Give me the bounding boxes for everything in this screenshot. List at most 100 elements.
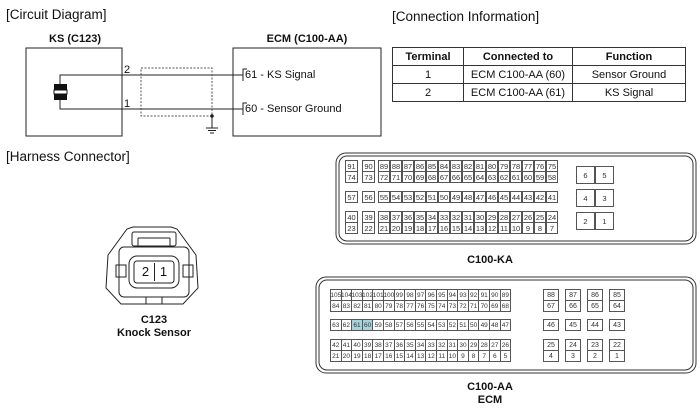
c123-label: C123 <box>140 314 168 326</box>
ecm-box <box>232 47 382 137</box>
c100-aa-label: C100-AA <box>467 381 513 393</box>
pin-62: 62 <box>498 171 510 183</box>
harness-connector-title: [Harness Connector] <box>6 149 130 164</box>
pin-57: 57 <box>345 191 358 203</box>
c123-pin-1: 1 <box>154 263 172 281</box>
header-terminal: Terminal <box>392 47 464 66</box>
pin-46: 46 <box>543 319 559 331</box>
pin-68: 68 <box>499 300 512 312</box>
ecm-box-label: ECM (C100-AA) <box>266 33 348 45</box>
shield <box>140 67 213 117</box>
pin-8: 8 <box>534 222 546 234</box>
sensor-box-label: KS (C123) <box>49 33 101 45</box>
table-row: 1 ECM C100-AA (60) Sensor Ground <box>392 65 686 84</box>
sensor-element-bottom <box>54 94 67 100</box>
function-cell: Sensor Ground <box>572 65 686 84</box>
connected-to-cell: ECM C100-AA (60) <box>463 65 573 84</box>
pin-3: 3 <box>595 189 614 207</box>
pin-9: 9 <box>522 222 534 234</box>
header-connected-to: Connected to <box>463 47 573 66</box>
pin-69: 69 <box>414 171 426 183</box>
pin-7: 7 <box>546 222 558 234</box>
connected-to-cell: ECM C100-AA (61) <box>463 83 573 102</box>
pin-50: 50 <box>438 191 450 203</box>
pin-5: 5 <box>499 350 512 362</box>
ecm-pin-60-label: 60 - Sensor Ground <box>245 103 342 115</box>
pin-10: 10 <box>510 222 522 234</box>
pin-65: 65 <box>587 300 603 312</box>
pin-15: 15 <box>450 222 462 234</box>
pin-85: 85 <box>609 289 625 301</box>
header-function: Function <box>572 47 686 66</box>
pin-4: 4 <box>543 350 559 362</box>
wire-sensor-ground <box>59 100 243 110</box>
pin-44: 44 <box>587 319 603 331</box>
pin-52: 52 <box>414 191 426 203</box>
wire-label-1: 1 <box>124 98 131 110</box>
pin-78: 78 <box>510 160 522 172</box>
pin-64: 64 <box>474 171 486 183</box>
pin-39: 39 <box>362 211 375 223</box>
pin-45: 45 <box>565 319 581 331</box>
sensor-box <box>25 47 123 137</box>
pin-68: 68 <box>426 171 438 183</box>
circuit-diagram-title: [Circuit Diagram] <box>6 7 107 22</box>
pin-2: 2 <box>587 350 603 362</box>
pin-25: 25 <box>543 339 559 351</box>
ground-icon <box>206 127 218 134</box>
pin-53: 53 <box>402 191 414 203</box>
pin-2: 2 <box>576 212 595 230</box>
terminal-cell: 2 <box>392 83 464 102</box>
pin-21: 21 <box>378 222 390 234</box>
function-cell: KS Signal <box>572 83 686 102</box>
pin-20: 20 <box>390 222 402 234</box>
pin-43: 43 <box>609 319 625 331</box>
pin-64: 64 <box>609 300 625 312</box>
pin-58: 58 <box>546 171 558 183</box>
c123-connector-drawing <box>105 226 199 305</box>
pin-67: 67 <box>543 300 559 312</box>
pin-66: 66 <box>565 300 581 312</box>
pin-61: 61 <box>510 171 522 183</box>
pin-44: 44 <box>510 191 522 203</box>
pin-13: 13 <box>474 222 486 234</box>
pin-14: 14 <box>462 222 474 234</box>
pin-70: 70 <box>402 171 414 183</box>
pin-5: 5 <box>595 166 614 184</box>
pin-12: 12 <box>486 222 498 234</box>
pin-17: 17 <box>426 222 438 234</box>
pin-1: 1 <box>595 212 614 230</box>
pin-67: 67 <box>438 171 450 183</box>
terminal-cell: 1 <box>392 65 464 84</box>
pin-19: 19 <box>402 222 414 234</box>
pin-73: 73 <box>362 171 375 183</box>
pin-47: 47 <box>499 319 512 331</box>
wire-ks-signal <box>59 74 243 84</box>
pin-65: 65 <box>462 171 474 183</box>
pin-42: 42 <box>534 191 546 203</box>
knock-sensor-label: Knock Sensor <box>117 327 191 339</box>
pin-55: 55 <box>378 191 390 203</box>
pin-6: 6 <box>576 166 595 184</box>
pin-30: 30 <box>474 211 486 223</box>
pin-11: 11 <box>498 222 510 234</box>
pin-4: 4 <box>576 189 595 207</box>
ecm-pin-61-label: 61 - KS Signal <box>245 69 316 81</box>
pin-60: 60 <box>522 171 534 183</box>
pin-66: 66 <box>450 171 462 183</box>
pin-45: 45 <box>498 191 510 203</box>
pin-72: 72 <box>378 171 390 183</box>
pin-63: 63 <box>486 171 498 183</box>
pin-51: 51 <box>426 191 438 203</box>
pin-3: 3 <box>565 350 581 362</box>
pin-54: 54 <box>390 191 402 203</box>
pin-25: 25 <box>534 211 546 223</box>
pin-71: 71 <box>390 171 402 183</box>
pin-47: 47 <box>474 191 486 203</box>
pin-23: 23 <box>345 222 358 234</box>
sensor-element-top <box>54 84 67 90</box>
pin-49: 49 <box>450 191 462 203</box>
pin-48: 48 <box>462 191 474 203</box>
pin-16: 16 <box>438 222 450 234</box>
